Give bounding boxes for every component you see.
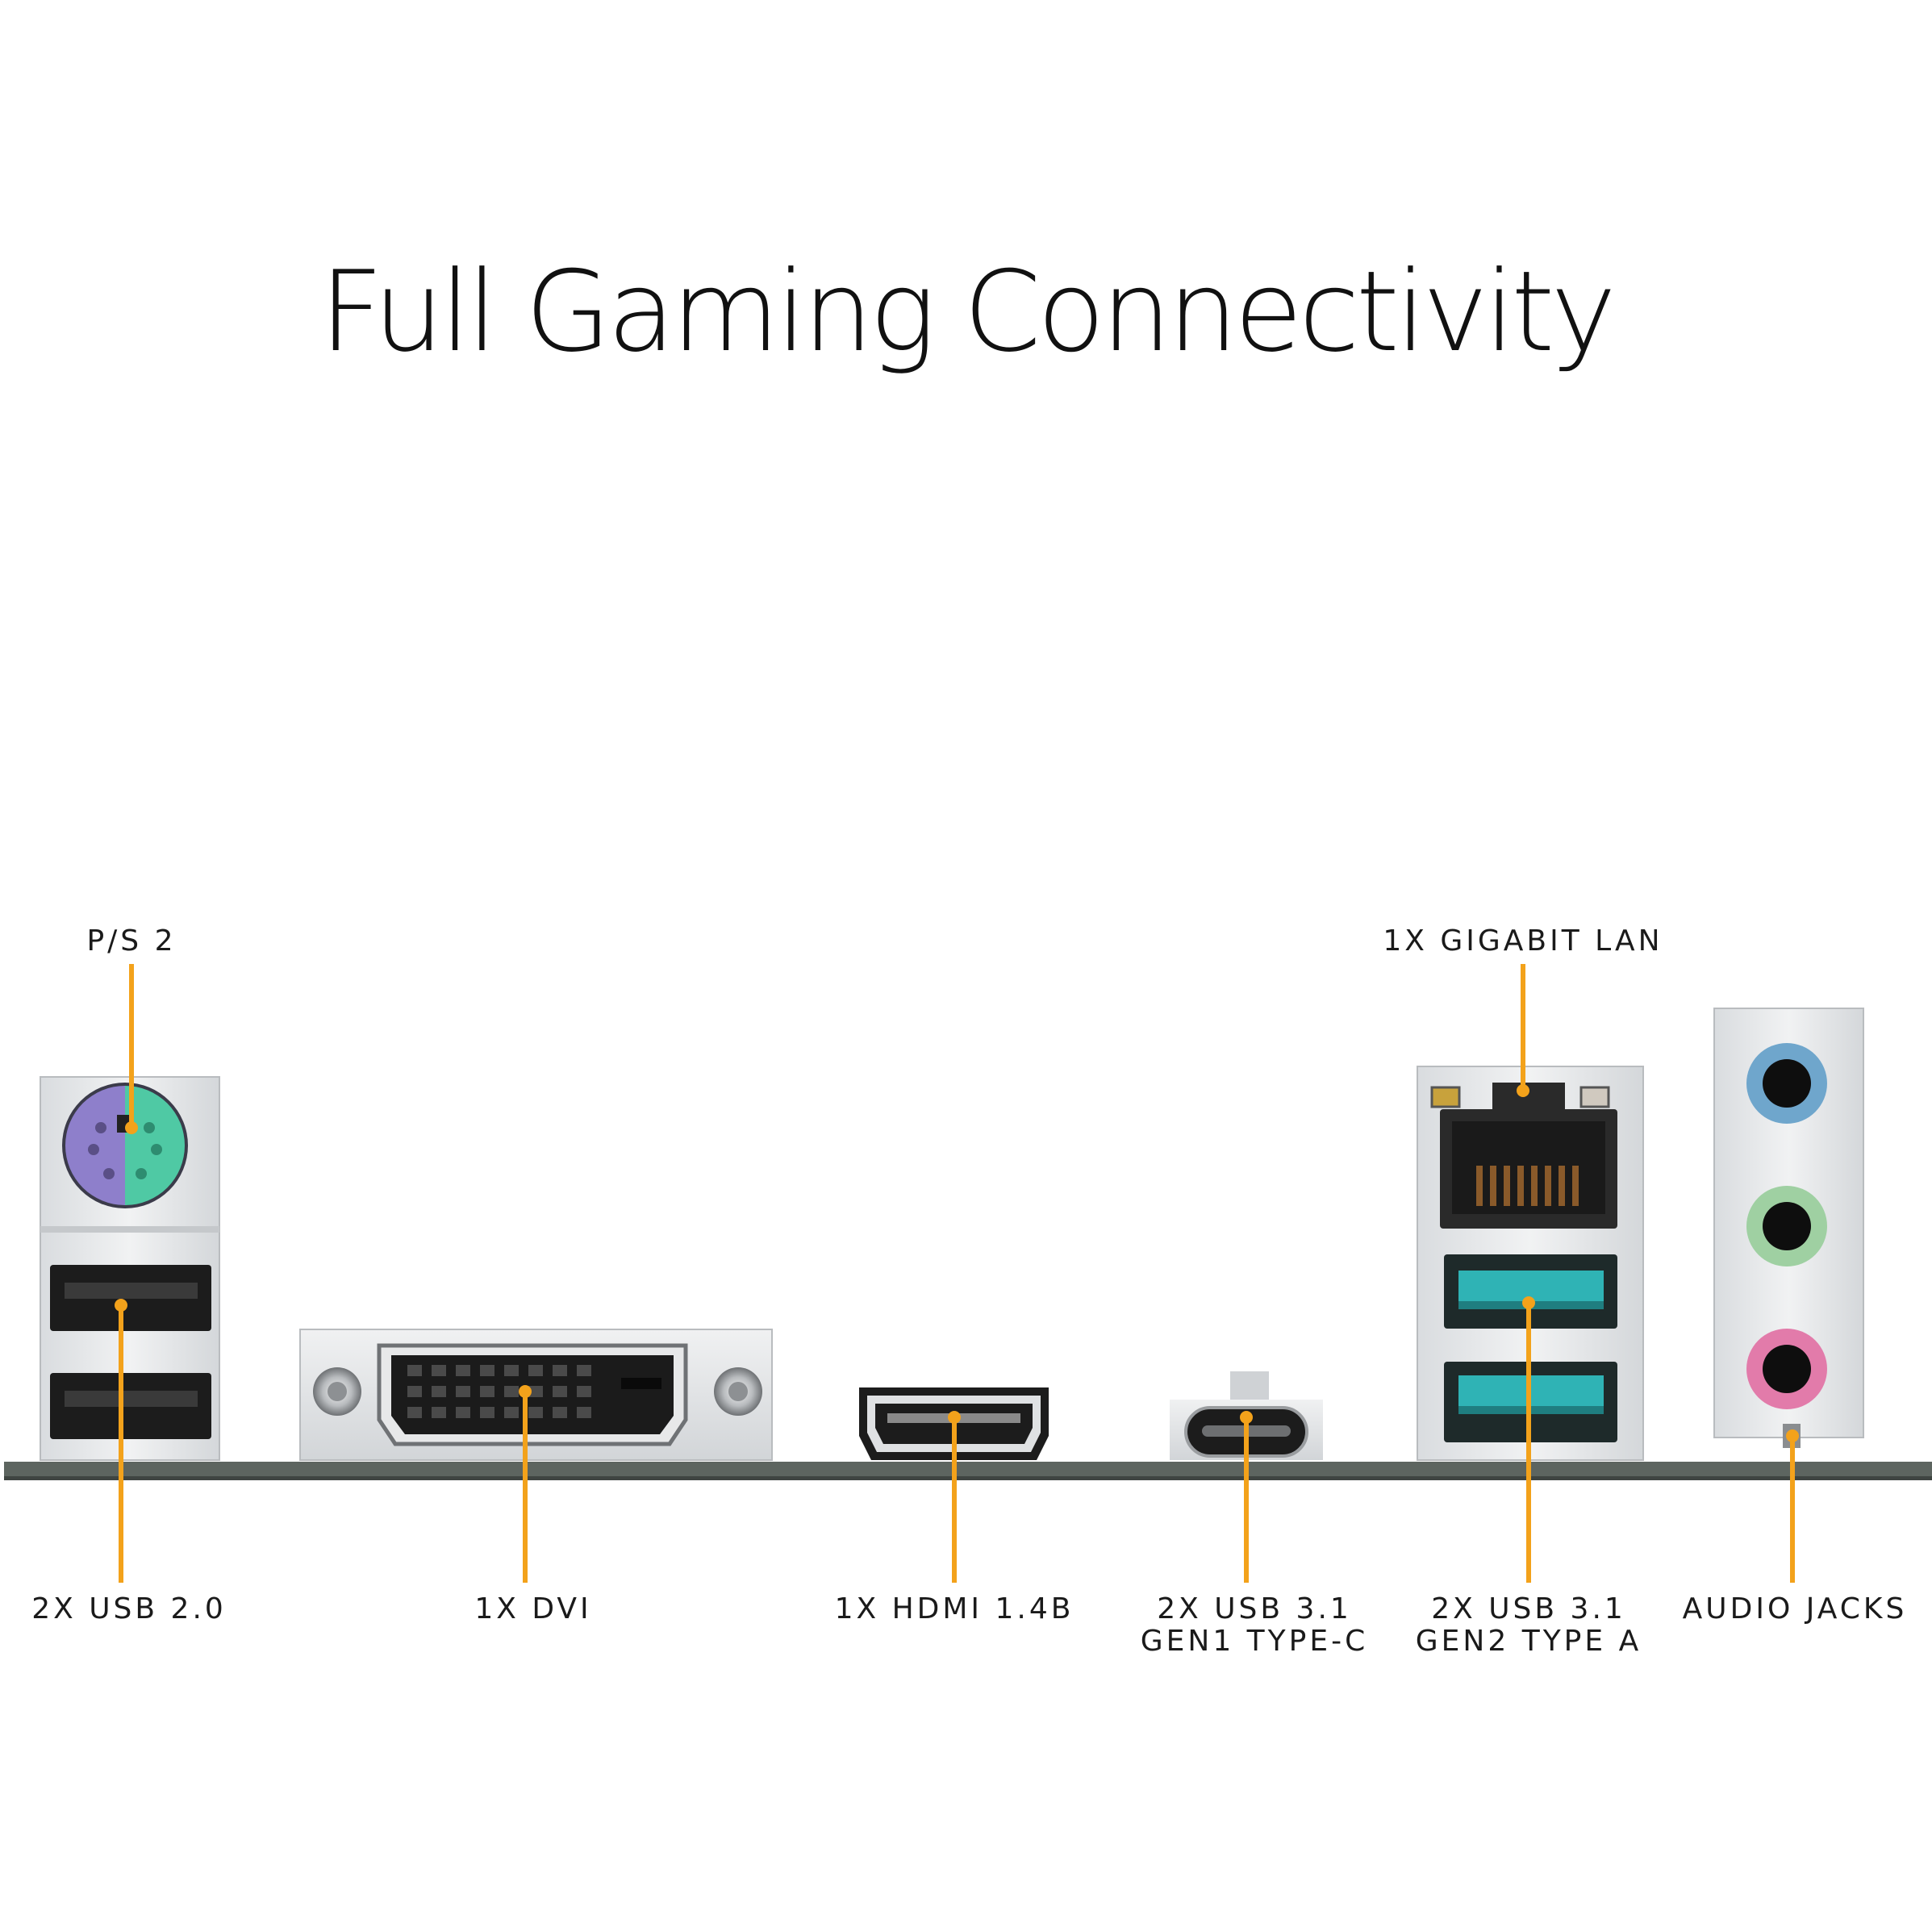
dvi-pin [528, 1386, 543, 1397]
label-usb-a: 2X USB 3.1 GEN2 TYPE A [1408, 1593, 1650, 1658]
leader-dot-lan [1517, 1084, 1529, 1097]
dvi-pin [504, 1386, 519, 1397]
label-audio-jacks: AUDIO JACKS [1682, 1592, 1908, 1625]
label-gigabit-lan: 1X GIGABIT LAN [1383, 924, 1663, 958]
dvi-pin [553, 1365, 567, 1376]
dvi-pin [456, 1407, 470, 1418]
label-usb-c-line1: 2X USB 3.1 [1157, 1592, 1352, 1625]
label-usb-a-line2: GEN2 TYPE A [1415, 1625, 1642, 1658]
dvi-pin [480, 1365, 494, 1376]
leader-dot-audio [1786, 1429, 1799, 1442]
label-usb-a-line1: 2X USB 3.1 [1431, 1592, 1626, 1625]
dvi-pin [456, 1365, 470, 1376]
dvi-pin [528, 1365, 543, 1376]
rj45-pin [1476, 1166, 1483, 1206]
dvi-pin [577, 1407, 591, 1418]
leader-dot-usbc [1240, 1411, 1253, 1424]
rj45-pin [1490, 1166, 1496, 1206]
dvi-pin [504, 1365, 519, 1376]
dvi-pin [553, 1386, 567, 1397]
usb-2-port-bottom-icon [50, 1373, 211, 1439]
pcb-strip [4, 1462, 1932, 1478]
leader-lines [115, 964, 1799, 1583]
label-usb-2: 2X USB 2.0 [31, 1592, 227, 1625]
lan-led-right-icon [1579, 1086, 1610, 1108]
audio-jack-stack [1713, 1008, 1864, 1448]
leader-dot-hdmi [948, 1411, 961, 1424]
leader-dot-usba [1522, 1296, 1535, 1309]
dvi-pin [553, 1407, 567, 1418]
usb-3-port-top-icon [1444, 1254, 1617, 1329]
rj45-pin [1517, 1166, 1524, 1206]
leader-dot-ps2 [125, 1121, 138, 1134]
dvi-pins [407, 1365, 591, 1418]
dvi-pin [432, 1407, 446, 1418]
usb-2-port-top-icon [50, 1265, 211, 1331]
dvi-pin [480, 1407, 494, 1418]
label-ps2: P/S 2 [86, 924, 177, 958]
dvi-pin [577, 1386, 591, 1397]
leader-dot-dvi [519, 1385, 532, 1398]
ps2-usb-stack [40, 1076, 220, 1461]
label-dvi: 1X DVI [474, 1592, 592, 1625]
rj45-pin [1572, 1166, 1579, 1206]
rj45-pin [1545, 1166, 1551, 1206]
ps2-port-icon [62, 1083, 188, 1208]
audio-jack-blue-icon [1746, 1043, 1827, 1124]
label-usb-c: 2X USB 3.1 GEN1 TYPE-C [1133, 1593, 1375, 1658]
label-usb-c-line2: GEN1 TYPE-C [1140, 1625, 1369, 1658]
rj45-pin [1559, 1166, 1565, 1206]
dvi-pin [407, 1407, 422, 1418]
audio-jack-pink-icon [1746, 1329, 1827, 1409]
page-title: Full Gaming Connectivity [319, 247, 1617, 377]
audio-jack-green-icon [1746, 1186, 1827, 1266]
lan-led-left-icon [1430, 1086, 1461, 1108]
dvi-pin [504, 1407, 519, 1418]
rj45-pin [1504, 1166, 1510, 1206]
label-hdmi: 1X HDMI 1.4B [834, 1592, 1074, 1625]
dvi-port-group [299, 1329, 773, 1461]
dvi-pin [432, 1386, 446, 1397]
rj45-pins [1476, 1166, 1579, 1206]
pcb-strip-edge [4, 1476, 1932, 1480]
dvi-pin [480, 1386, 494, 1397]
dvi-pin [577, 1365, 591, 1376]
dvi-pin [432, 1365, 446, 1376]
dvi-pin [528, 1407, 543, 1418]
dvi-pin [456, 1386, 470, 1397]
leader-dot-usb20 [115, 1299, 127, 1312]
dvi-pin [407, 1386, 422, 1397]
rj45-pin [1531, 1166, 1538, 1206]
dvi-pin [407, 1365, 422, 1376]
